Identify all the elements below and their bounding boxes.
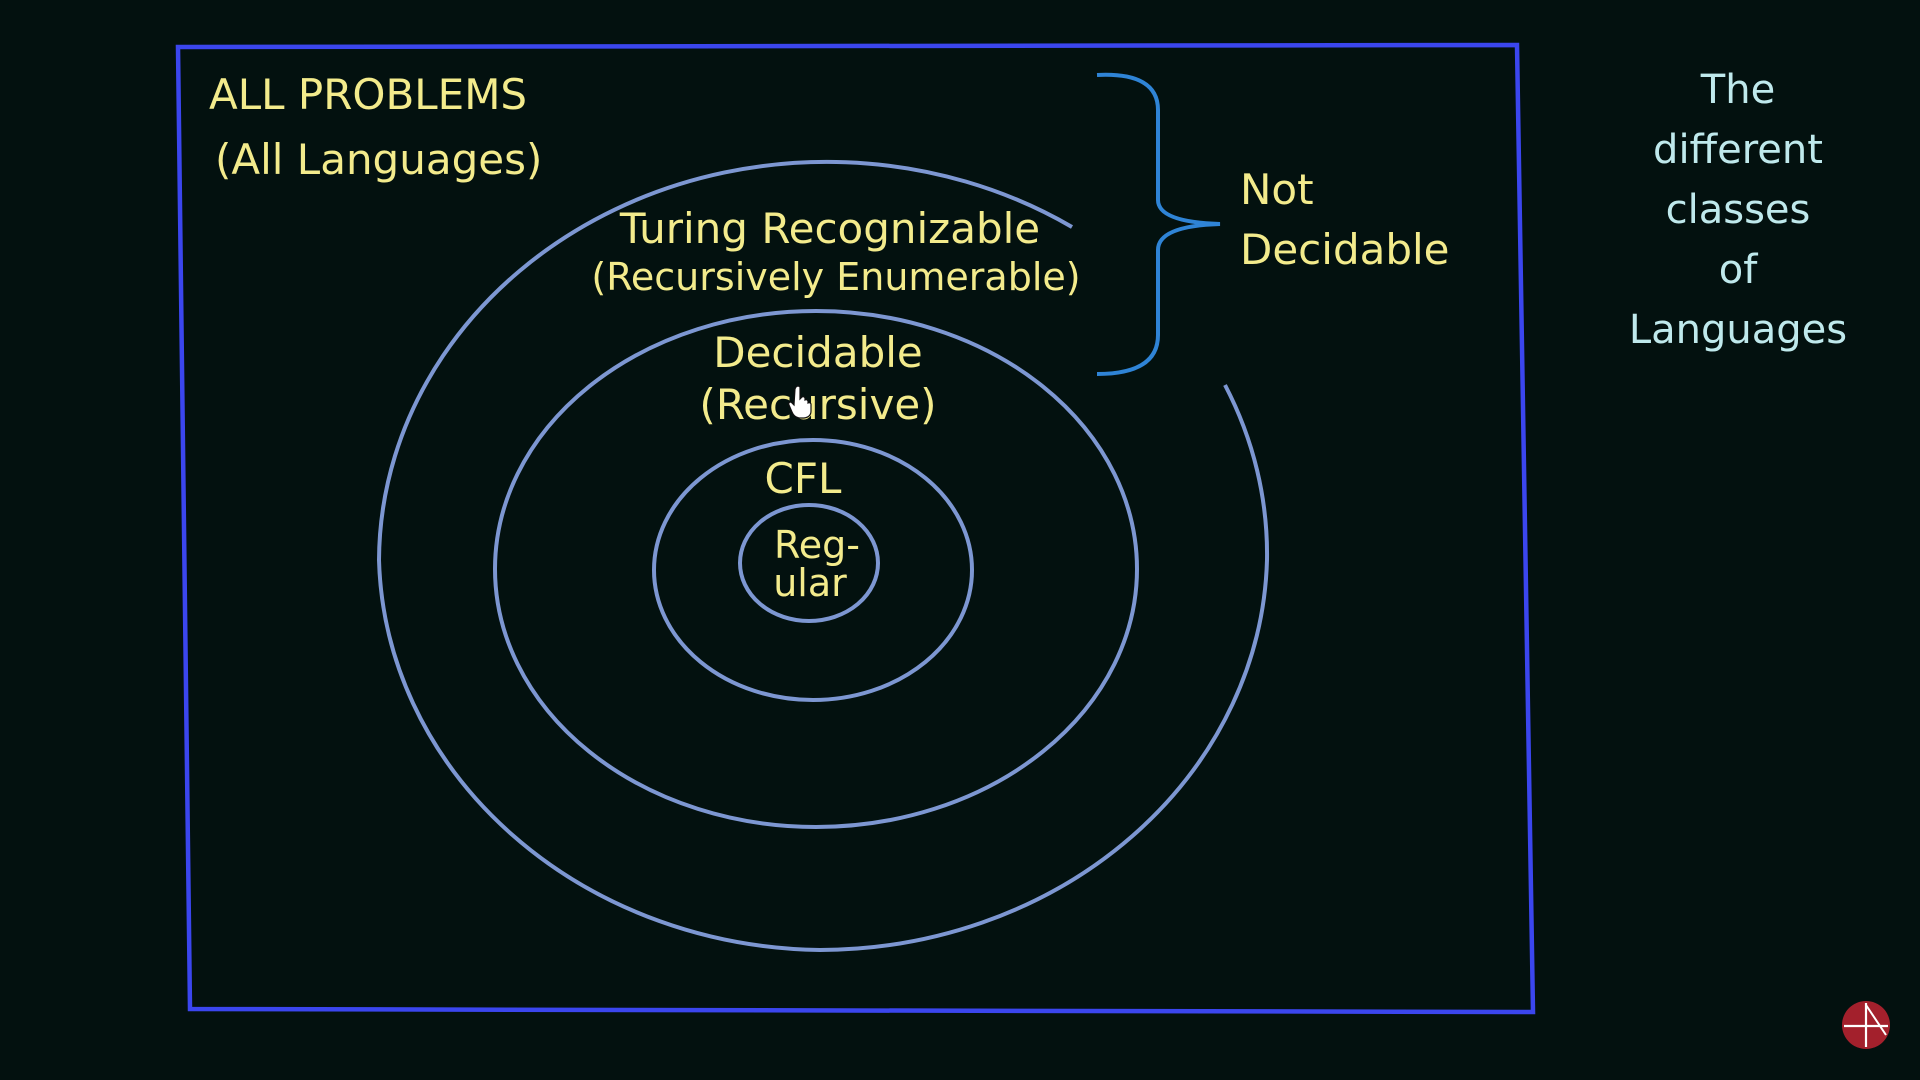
side-note-line: The — [1700, 67, 1776, 113]
side-note-line: classes — [1665, 187, 1811, 233]
turing-recognizable-title: Turing Recognizable — [619, 204, 1041, 253]
decidable-ellipse — [493, 309, 1139, 829]
all-problems-frame — [175, 42, 1536, 1015]
all-problems-subtitle: (All Languages) — [215, 135, 543, 184]
decidable-title: Decidable — [713, 328, 923, 377]
side-note: The different classes of Languages — [1608, 60, 1868, 360]
channel-logo-icon — [1842, 1001, 1890, 1049]
regular-ellipse — [738, 503, 880, 623]
side-note-line: Languages — [1628, 307, 1848, 353]
decidable-subtitle: (Recursive) — [699, 380, 937, 429]
turing-recognizable-ellipse — [376, 159, 1270, 953]
not-decidable-label-line1: Not — [1240, 165, 1314, 214]
cfl-ellipse — [652, 438, 974, 702]
all-problems-title: ALL PROBLEMS — [209, 70, 528, 119]
not-decidable-label-line2: Decidable — [1240, 225, 1450, 274]
side-note-line: different — [1653, 127, 1823, 173]
cfl-label: CFL — [764, 454, 842, 503]
side-note-line: of — [1718, 247, 1758, 293]
regular-label-line2: ular — [773, 561, 847, 605]
hand-pointer-icon — [788, 385, 812, 419]
regular-label-line1: Reg- — [774, 523, 860, 567]
turing-recognizable-subtitle: (Recursively Enumerable) — [591, 255, 1081, 299]
not-decidable-brace — [1096, 72, 1221, 376]
